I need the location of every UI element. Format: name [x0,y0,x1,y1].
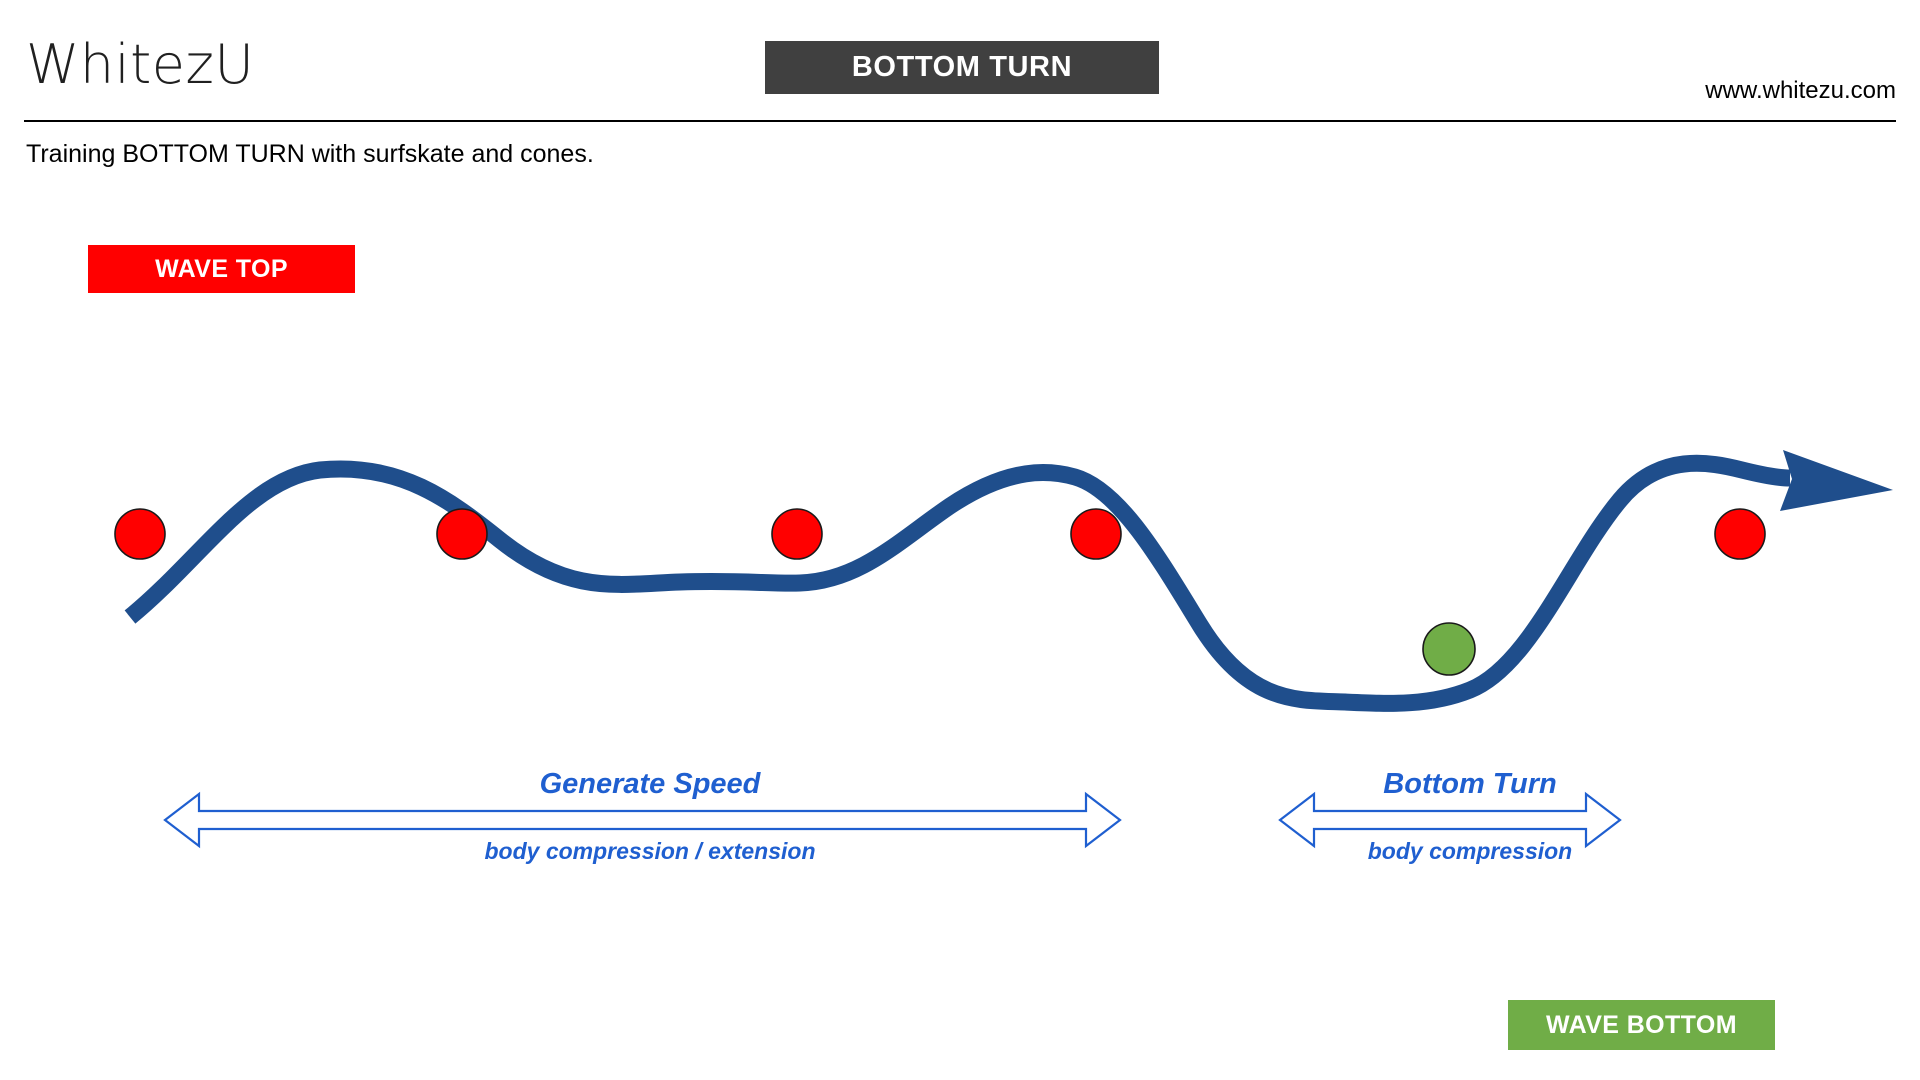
badge-wave-top: WAVE TOP [88,245,355,293]
cone-marker [1070,508,1122,560]
brand-logo: WhitezU [26,33,255,96]
wave-path-icon [124,454,1791,712]
cone-marker [771,508,823,560]
annotation-generate-speed-subtitle: body compression / extension [484,838,816,864]
cone-marker [436,508,488,560]
badge-wave-top-label: WAVE TOP [155,254,288,283]
cone-marker [1422,622,1476,676]
cone-marker [114,508,166,560]
badge-wave-bottom: WAVE BOTTOM [1508,1000,1775,1050]
annotation-generate-speed-title: Generate Speed [539,768,761,800]
page-title-box: BOTTOM TURN [765,41,1159,94]
cone-marker [1714,508,1766,560]
subtitle-text: Training BOTTOM TURN with surfskate and … [26,140,594,168]
cones-group [114,508,1766,676]
badge-wave-bottom-label: WAVE BOTTOM [1546,1010,1737,1039]
page-title: BOTTOM TURN [851,51,1073,83]
annotation-bottom-turn-subtitle: body compression [1367,838,1573,864]
website-url[interactable]: www.whitezu.com [1705,77,1896,104]
header-divider [24,120,1896,122]
annotation-bottom-turn-title: Bottom Turn [1383,768,1557,800]
arrow-head-icon [1780,450,1893,511]
